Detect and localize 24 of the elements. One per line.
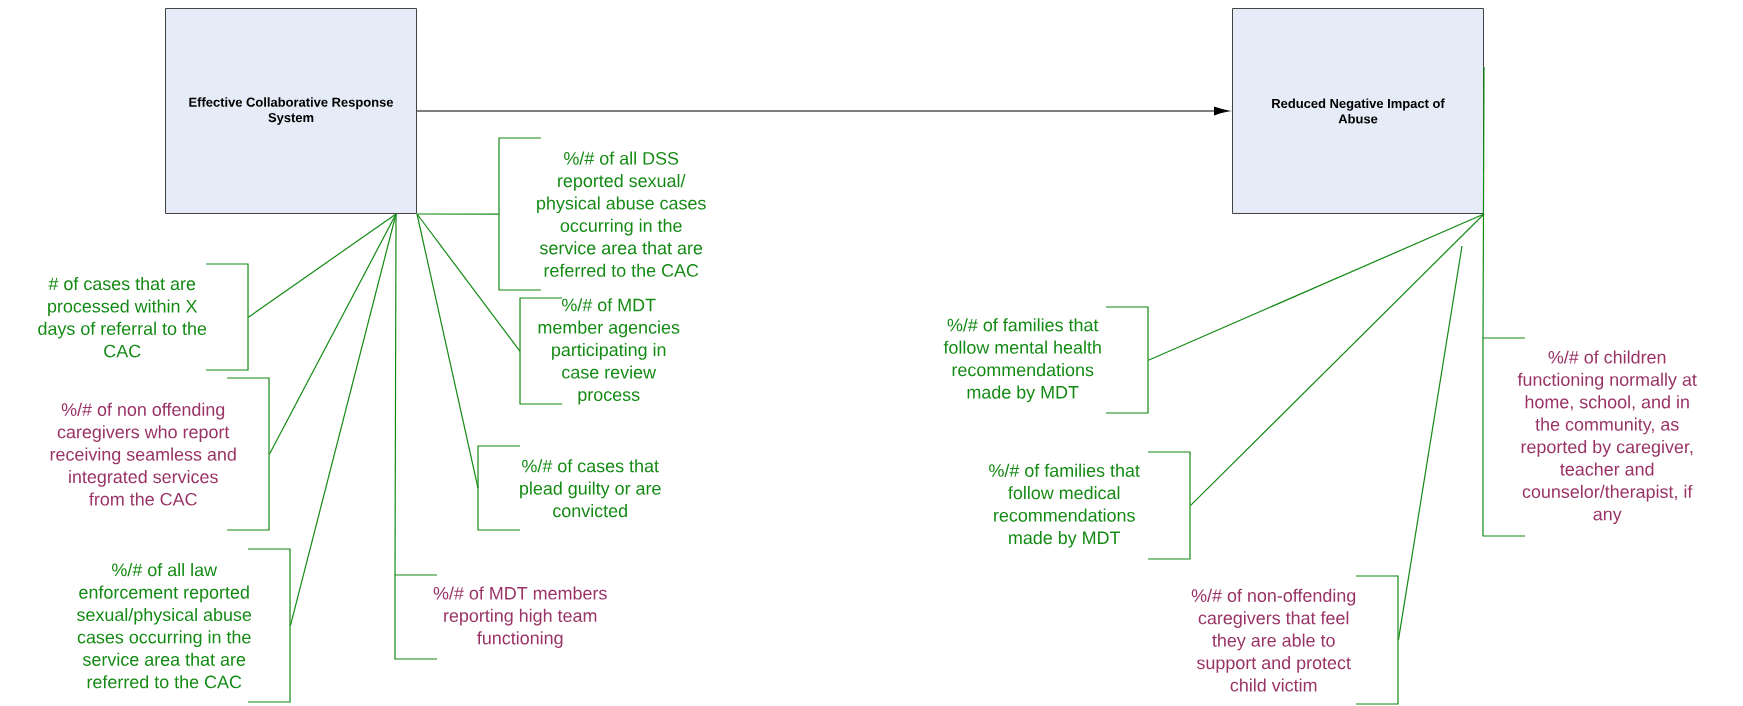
leader-line bbox=[416, 213, 521, 352]
leader-line bbox=[1189, 213, 1485, 507]
arrow bbox=[416, 106, 1229, 116]
bracket-callout: %/# of MDT member agencies participating in case review process bbox=[519, 297, 680, 405]
process-box: Effective Collaborative Response System bbox=[165, 8, 417, 214]
leader-line bbox=[394, 213, 397, 576]
leader-line bbox=[416, 213, 479, 489]
leader-line bbox=[1482, 66, 1485, 339]
bracket-callout: %/# of non-offending caregivers that feel they are able to support and protect child victim bbox=[1191, 575, 1399, 705]
bracket-callout: %/# of MDT members reporting high team functioning bbox=[394, 574, 607, 660]
leader-line bbox=[416, 213, 500, 215]
bracket-callout: %/# of families that follow medical recommendations made by MDT bbox=[989, 451, 1191, 560]
leader-line bbox=[268, 213, 397, 455]
leader-line bbox=[247, 213, 397, 318]
leader-line bbox=[1147, 213, 1485, 361]
bracket-callout: %/# of all DSS reported sexual/ physical abuse cases occurring in the service area that are referred to the CAC bbox=[498, 137, 706, 291]
bracket-callout: %/# of children functioning normally at home, school, and in the community, as reported by caregiver, teacher and counselor/therapist, if any bbox=[1482, 337, 1697, 537]
bracket-callout: # of cases that are processed within X days of referral to the CAC bbox=[38, 263, 249, 371]
leader-line bbox=[1397, 245, 1463, 641]
bracket-callout: %/# of non offending caregivers who report receiving seamless and integrated services from the CAC bbox=[50, 377, 270, 531]
bracket-callout: %/# of all law enforcement reported sexual/physical abuse cases occurring in the service area that are referred to the CAC bbox=[77, 548, 291, 703]
bracket-callout: %/# of cases that plead guilty or are convicted bbox=[477, 445, 661, 531]
process-box: Reduced Negative Impact of Abuse bbox=[1232, 8, 1484, 214]
bracket-callout: %/# of families that follow mental health recommendations made by MDT bbox=[943, 306, 1149, 414]
